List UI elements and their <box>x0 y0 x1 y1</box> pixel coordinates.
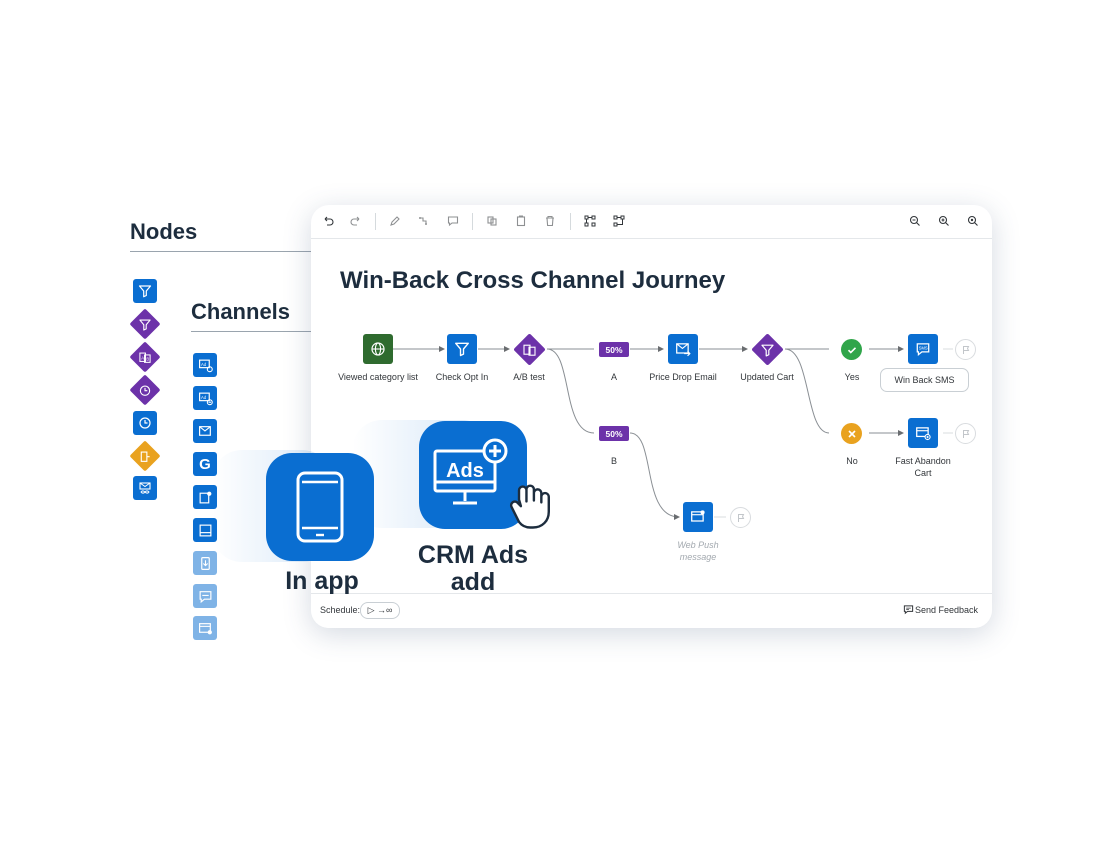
branch-a-label: A <box>610 372 617 382</box>
wait-diamond-icon[interactable] <box>129 374 161 406</box>
filter-icon <box>761 343 774 356</box>
branch-b-percentage[interactable]: 50% <box>599 426 629 441</box>
in-app-tile[interactable] <box>266 453 374 561</box>
sms-icon[interactable] <box>193 584 217 608</box>
updated-cart-label: Updated Cart <box>740 372 794 382</box>
email-icon <box>676 343 691 357</box>
crm-ads-tile[interactable]: Ads <box>419 421 527 529</box>
undo-icon[interactable] <box>320 213 336 229</box>
nodes-divider <box>130 251 311 252</box>
fast-abandon-cart-node[interactable] <box>908 418 938 448</box>
svg-text:Ad: Ad <box>201 362 207 367</box>
exit-diamond-icon[interactable] <box>129 440 161 472</box>
toolbar <box>311 205 992 239</box>
canvas-footer: Schedule: ▷ →∞ Send Feedback <box>311 593 992 628</box>
web-push-node[interactable] <box>683 502 713 532</box>
web-push-icon <box>691 510 705 522</box>
svg-text:Ads: Ads <box>446 460 484 482</box>
web-push-icon <box>916 427 931 441</box>
align-icon[interactable] <box>611 213 627 229</box>
ab-test-label: A/B test <box>513 372 545 382</box>
google-icon[interactable]: G <box>193 452 217 476</box>
ads-remove-icon[interactable]: Ad <box>193 386 217 410</box>
no-cross-icon[interactable] <box>841 423 862 444</box>
svg-text:A: A <box>141 355 144 360</box>
inbox-icon[interactable] <box>193 518 217 542</box>
journey-connectors <box>393 346 953 520</box>
ads-add-icon[interactable]: Ad <box>193 353 217 377</box>
sms-icon: SMS <box>916 343 930 357</box>
viewed-category-node[interactable] <box>363 334 393 364</box>
yes-label: Yes <box>844 372 860 382</box>
end-flag-icon <box>955 423 976 444</box>
zoom-in-icon[interactable] <box>936 213 952 229</box>
channels-heading: Channels <box>191 299 291 324</box>
crm-ads-label: CRM Ads add <box>417 541 529 596</box>
updated-cart-node[interactable] <box>751 333 784 366</box>
no-label: No <box>846 456 858 466</box>
auto-layout-icon[interactable] <box>582 213 598 229</box>
tablet-icon <box>296 471 344 543</box>
connect-icon[interactable] <box>416 213 432 229</box>
svg-text:Ad: Ad <box>201 395 207 400</box>
channels-divider <box>191 331 311 332</box>
branch-a-percentage[interactable]: 50% <box>599 342 629 357</box>
schedule-label: Schedule: <box>320 605 361 615</box>
check-opt-in-node[interactable] <box>447 334 477 364</box>
edit-icon[interactable] <box>387 213 403 229</box>
hand-pointer-icon <box>509 484 550 529</box>
filter-icon[interactable] <box>133 279 157 303</box>
ads-add-icon: Ads <box>433 438 508 505</box>
branch-b-label: B <box>610 456 617 466</box>
end-flag-icon <box>955 339 976 360</box>
filter-icon <box>455 342 469 357</box>
email-icon[interactable] <box>193 419 217 443</box>
mobile-download-icon[interactable] <box>193 551 217 575</box>
journey-title: Win-Back Cross Channel Journey <box>340 267 726 294</box>
feedback-icon[interactable] <box>903 604 914 615</box>
comment-icon[interactable] <box>445 213 461 229</box>
svg-text:SMS: SMS <box>919 346 928 351</box>
ab-test-node[interactable] <box>513 333 546 366</box>
win-back-sms-name-field[interactable]: Win Back SMS <box>880 368 969 392</box>
viewed-category-label: Viewed category list <box>338 372 418 382</box>
redo-icon[interactable] <box>348 213 364 229</box>
fast-abandon-cart-label: Fast Abandon Cart <box>895 456 951 478</box>
nodes-heading: Nodes <box>130 219 198 244</box>
ab-test-icon <box>523 343 536 356</box>
delete-icon[interactable] <box>542 213 558 229</box>
in-app-notification-icon[interactable] <box>193 485 217 509</box>
infinity-mail-icon[interactable] <box>133 476 157 500</box>
svg-text:B: B <box>146 356 149 361</box>
paste-icon[interactable] <box>513 213 529 229</box>
zoom-fit-icon[interactable] <box>965 213 981 229</box>
journey-canvas-card: Win-Back Cross Channel Journey V <box>311 205 992 628</box>
zoom-out-icon[interactable] <box>907 213 923 229</box>
yes-check-icon[interactable] <box>841 339 862 360</box>
copy-icon[interactable] <box>484 213 500 229</box>
schedule-chip[interactable]: ▷ →∞ <box>360 602 400 619</box>
check-opt-in-label: Check Opt In <box>435 372 489 382</box>
clock-icon[interactable] <box>133 411 157 435</box>
in-app-label: In app <box>285 567 359 595</box>
send-feedback-link[interactable]: Send Feedback <box>914 605 978 615</box>
win-back-sms-node[interactable]: SMS <box>908 334 938 364</box>
web-push-icon[interactable] <box>193 616 217 640</box>
globe-icon <box>371 342 385 356</box>
price-drop-email-node[interactable] <box>668 334 698 364</box>
price-drop-email-label: Price Drop Email <box>649 372 717 382</box>
web-push-label: Web Push message <box>677 540 719 562</box>
filter-diamond-icon[interactable] <box>129 308 161 340</box>
end-flag-icon <box>730 507 751 528</box>
